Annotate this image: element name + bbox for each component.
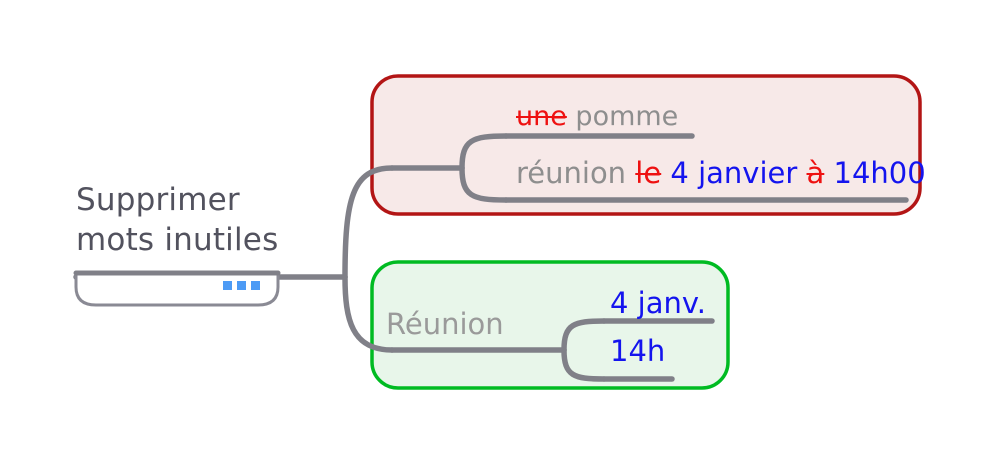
segment-strike-a: à [806, 156, 825, 190]
segment-blue-14h00: 14h00 [824, 156, 926, 190]
root-dot-1 [223, 281, 232, 290]
node-4-janv[interactable]: 4 janv. [610, 286, 707, 320]
root-node-dots[interactable] [223, 281, 260, 290]
root-node-title: Supprimer mots inutiles [76, 182, 279, 258]
segment-strike-une: une [516, 101, 567, 132]
segment-strike-le: le [635, 156, 662, 190]
node-reunion-long[interactable]: réunion le 4 janvier à 14h00 [516, 158, 926, 188]
node-une-pomme[interactable]: une pomme [516, 102, 678, 132]
node-14h[interactable]: 14h [610, 334, 666, 368]
segment-blue-4-janvier: 4 janvier [661, 156, 807, 190]
root-dot-2 [237, 281, 246, 290]
root-dot-3 [251, 281, 260, 290]
node-reunion[interactable]: Réunion [386, 307, 504, 341]
segment-gray-reunion: réunion [516, 156, 636, 190]
segment-gray-pomme: pomme [566, 101, 679, 132]
